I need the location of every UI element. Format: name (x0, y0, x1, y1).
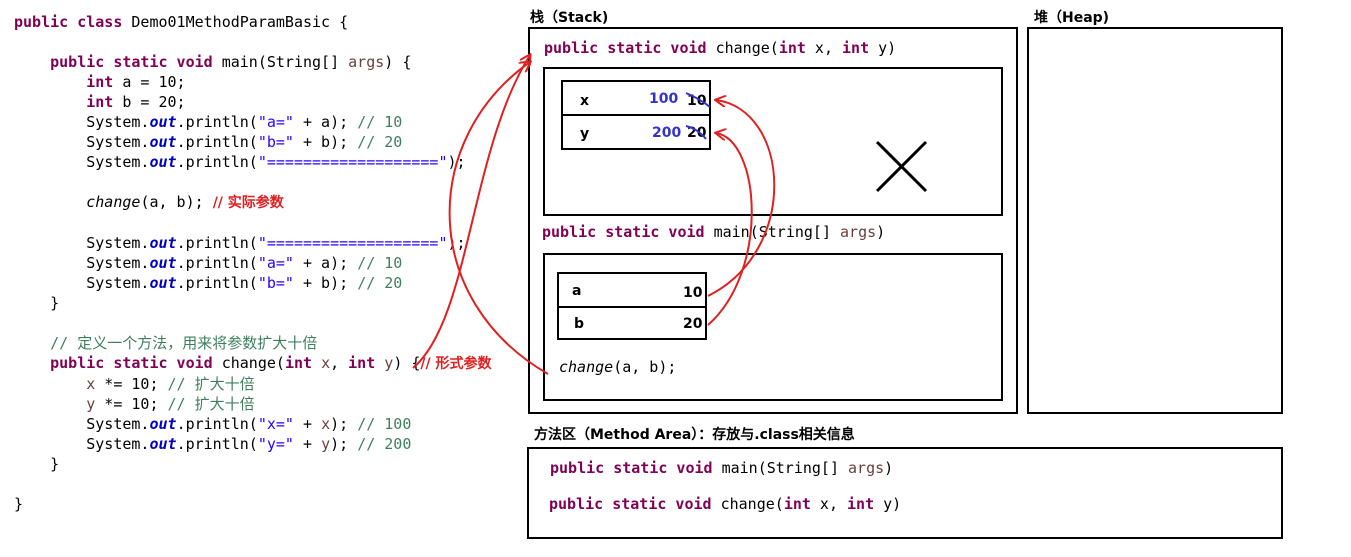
code-line-print-a: System.out.println("a=" + a); // 10 (86, 113, 403, 131)
code-line-int-b: int b = 20; (86, 93, 186, 111)
code-line-close-main: } (50, 294, 60, 312)
main-frame-sig: public static void main(String[] args) (542, 223, 886, 241)
method-area-change-sig: public static void change(int x, int y) (549, 495, 902, 513)
y-strike-mark (685, 125, 707, 140)
main-call-change: change(a, b); (559, 358, 677, 376)
var-b-cell (557, 306, 707, 340)
code-line-x-mul: x *= 10; // 扩大十倍 (86, 375, 255, 393)
arrow-formal-to-stack (412, 55, 530, 369)
method-area-main-sig: public static void main(String[] args) (550, 459, 894, 477)
var-a-cell (557, 272, 707, 308)
actual-param-comment: // 实际参数 (212, 195, 284, 211)
arrow-call-to-change (448, 62, 549, 375)
code-line-print-x: System.out.println("x=" + x); // 100 (86, 415, 412, 433)
code-line-print-a2: System.out.println("a=" + a); // 10 (86, 254, 403, 272)
code-line-close-change: } (50, 455, 60, 473)
var-x-name: x (580, 93, 590, 109)
source-code: public class Demo01MethodParamBasic { pu… (14, 12, 492, 514)
method-area-panel (527, 447, 1283, 539)
var-x-old-value: 10 (687, 93, 707, 109)
code-line-change-sig: public static void change(int x, int y) … (50, 354, 421, 372)
change-frame-sig: public static void change(int x, int y) (544, 39, 897, 57)
code-line-print-b2: System.out.println("b=" + b); // 20 (86, 274, 403, 292)
var-a-name: a (572, 283, 582, 299)
arrow-a-to-x (707, 100, 776, 297)
code-line-comment-define: // 定义一个方法，用来将参数扩大十倍 (50, 334, 318, 352)
heap-title: 堆（Heap) (1034, 10, 1110, 26)
code-line-class: public class Demo01MethodParamBasic { (14, 13, 349, 31)
var-y-cell (561, 114, 711, 150)
code-line-main-sig: public static void main(String[] args) { (50, 53, 412, 71)
var-a-value: 10 (683, 285, 703, 301)
code-line-print-y: System.out.println("y=" + y); // 200 (86, 435, 412, 453)
x-strike-mark (685, 92, 711, 108)
var-y-name: y (580, 126, 590, 142)
code-line-print-b: System.out.println("b=" + b); // 20 (86, 133, 403, 151)
code-line-print-sep2: System.out.println("==================="… (86, 234, 466, 252)
code-line-print-sep: System.out.println("==================="… (86, 153, 466, 171)
code-line-y-mul: y *= 10; // 扩大十倍 (86, 395, 255, 413)
method-area-title: 方法区（Method Area）：存放与.class相关信息 (534, 427, 855, 443)
code-line-int-a: int a = 10; (86, 73, 186, 91)
formal-param-comment: // 形式参数 (420, 356, 492, 372)
var-b-name: b (574, 316, 585, 332)
var-y-new-value: 200 (652, 125, 682, 141)
arrow-b-to-y (707, 133, 753, 326)
stack-title: 栈（Stack) (530, 10, 609, 26)
code-line-call-change: change(a, b); // 实际参数 (86, 193, 284, 211)
var-x-new-value: 100 (649, 91, 679, 107)
frame-popped-x-icon (875, 140, 928, 193)
var-b-value: 20 (683, 316, 703, 332)
code-line-close-class: } (14, 495, 24, 513)
heap-panel (1027, 27, 1283, 414)
